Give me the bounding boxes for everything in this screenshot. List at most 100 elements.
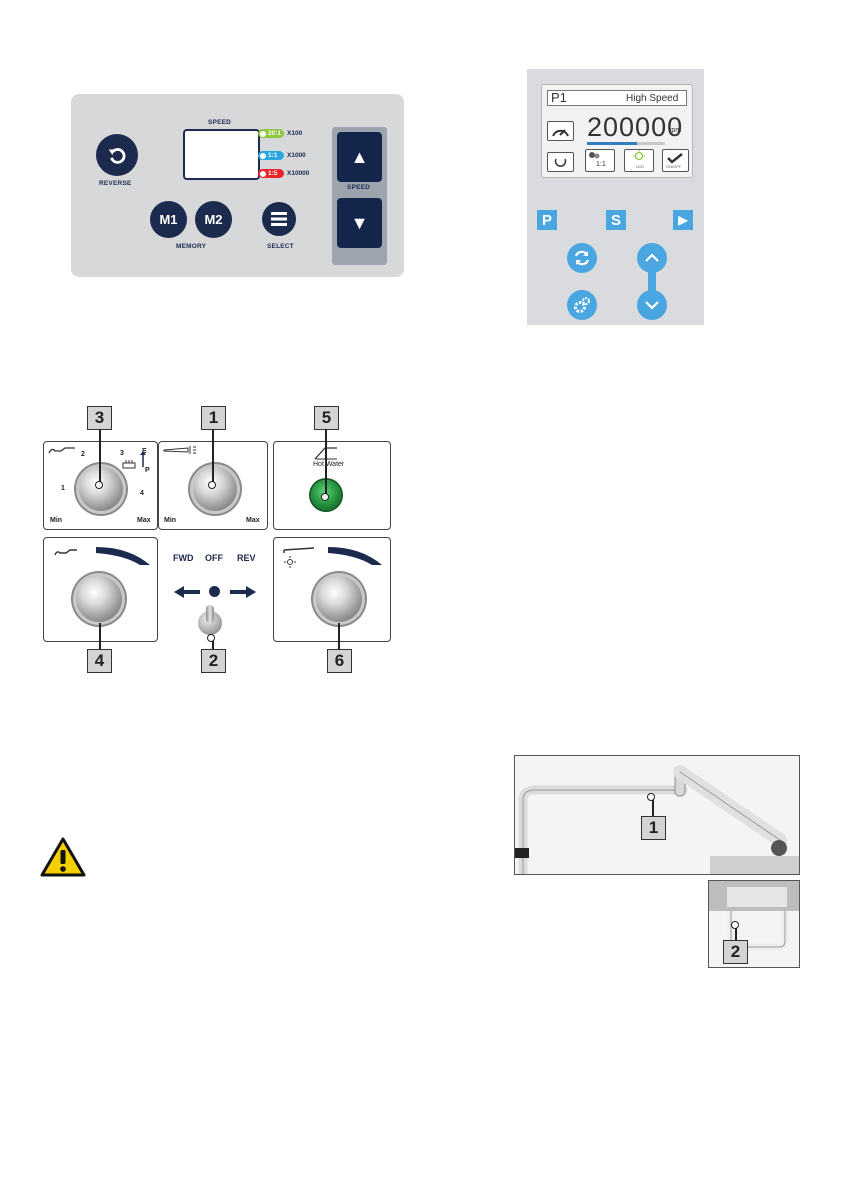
program-button[interactable]: P — [537, 210, 557, 230]
scale-4: 4 — [140, 490, 144, 497]
settings-s-button[interactable]: S — [606, 210, 626, 230]
lcd-control-unit: P1 High Speed 200000 rpm 1:1 — [527, 69, 704, 325]
multiplier-x100: X100 — [287, 130, 302, 137]
speed-display — [183, 129, 260, 180]
fwd-label: FWD — [173, 553, 194, 563]
callout-4: 4 — [87, 649, 112, 673]
onoff-status-box: ON/OFF — [662, 149, 689, 172]
level-arc-icon — [326, 543, 386, 567]
callout-4-leader — [99, 623, 101, 649]
light-icon — [284, 556, 296, 568]
gauge-icon — [548, 122, 573, 140]
play-button[interactable]: ▶ — [673, 210, 693, 230]
ratio-status-box: 1:1 — [585, 149, 615, 172]
m2-button[interactable]: M2 — [195, 201, 232, 238]
instrument-knob[interactable] — [79, 467, 123, 511]
warning-icon — [40, 837, 86, 877]
gear-icon — [572, 295, 592, 315]
arm-callout-ring — [647, 793, 655, 801]
direction-toggle-switch[interactable] — [198, 611, 222, 635]
hot-water-label: Hot Water — [313, 461, 344, 468]
callout-1: 1 — [201, 406, 226, 430]
arm-photo: 1 — [514, 755, 800, 875]
scaler-power-knob[interactable] — [76, 576, 122, 622]
refresh-icon — [572, 248, 592, 268]
list-icon — [271, 212, 287, 226]
speed-box-label: SPEED — [347, 184, 370, 191]
scale-2: 2 — [81, 451, 85, 458]
callout-2: 2 — [201, 649, 226, 673]
level-arc-icon — [94, 543, 154, 567]
light-bulb-icon — [632, 150, 646, 164]
turbine-light-box — [273, 537, 391, 642]
handpiece-knob[interactable] — [193, 467, 237, 511]
reverse-icon — [106, 144, 128, 166]
dot-icon — [260, 171, 266, 177]
check-icon — [666, 152, 684, 164]
toggle-lever — [206, 605, 214, 623]
reverse-label: REVERSE — [99, 180, 131, 187]
select-button[interactable] — [262, 202, 296, 236]
m1-button[interactable]: M1 — [150, 201, 187, 238]
hot-water-box: Hot Water — [273, 441, 391, 530]
callout-3-ring — [95, 481, 103, 489]
scale-1: 1 — [61, 485, 65, 492]
turbine-light-knob[interactable] — [316, 576, 362, 622]
speed-label: SPEED — [208, 119, 231, 126]
knob-panel-diagram: 3 1 5 2 3 E P 1 4 Min Max Min Max — [40, 401, 395, 676]
rotate-icon — [548, 153, 573, 171]
callout-6: 6 — [327, 649, 352, 673]
gears-icon — [588, 151, 600, 160]
gear-button[interactable] — [567, 290, 597, 320]
callout-5-leader — [325, 429, 327, 494]
callout-5-ring — [321, 493, 329, 501]
speed-gauge-box — [547, 121, 574, 141]
left-arrow-icon — [174, 586, 200, 598]
dot-icon — [260, 131, 266, 137]
callout-3-leader — [99, 429, 101, 482]
ratio-value: 1:1 — [596, 161, 606, 168]
chevron-down-icon — [643, 296, 661, 314]
handle-photo: 2 — [708, 880, 800, 968]
refresh-button[interactable] — [567, 243, 597, 273]
onoff-label: ON/OFF — [666, 164, 681, 169]
callout-1-ring — [208, 481, 216, 489]
handle-callout-leader — [735, 928, 737, 940]
down-button[interactable] — [637, 290, 667, 320]
rev-label: REV — [237, 553, 256, 563]
memory-label: MEMORY — [176, 243, 206, 250]
arm-callout-leader — [652, 800, 654, 816]
led-label: LED — [636, 164, 644, 169]
off-label: OFF — [205, 553, 223, 563]
up-button[interactable] — [637, 243, 667, 273]
ratio-badge-20-1: 20:1 — [258, 129, 284, 138]
callout-6-leader — [338, 623, 340, 649]
scaler-icon — [47, 445, 77, 457]
dot-icon — [260, 153, 266, 159]
select-label: SELECT — [267, 243, 294, 250]
speed-up-button[interactable]: ▲ — [337, 132, 382, 182]
lcd-screen: P1 High Speed 200000 rpm 1:1 — [541, 84, 693, 178]
multiplier-x1000: X1000 — [287, 152, 306, 159]
off-dot-icon — [209, 586, 220, 597]
micromotor-control-panel: REVERSE SPEED 20:1 X100 1:1 X1000 1:5 X1… — [71, 94, 404, 277]
ratio-badge-1-5: 1:5 — [258, 169, 284, 178]
program-label: P1 — [551, 90, 567, 105]
speed-progress-fill — [587, 142, 637, 145]
callout-3: 3 — [87, 406, 112, 430]
speed-down-button[interactable]: ▼ — [337, 198, 382, 248]
led-status-box: LED — [624, 149, 654, 172]
callout-handle: 2 — [723, 940, 748, 964]
callout-2-ring — [207, 634, 215, 642]
reverse-button[interactable] — [96, 134, 138, 176]
min-label: Min — [50, 517, 62, 524]
rpm-unit: rpm — [669, 127, 681, 134]
handpiece-icon — [162, 445, 198, 455]
chevron-up-icon — [643, 249, 661, 267]
arrow-updown-icon — [140, 451, 146, 469]
callout-arm: 1 — [641, 816, 666, 840]
scaler-icon — [53, 547, 79, 559]
callout-2-leader — [212, 641, 214, 649]
scale-3: 3 — [120, 450, 124, 457]
reverse-status-box — [547, 152, 574, 172]
